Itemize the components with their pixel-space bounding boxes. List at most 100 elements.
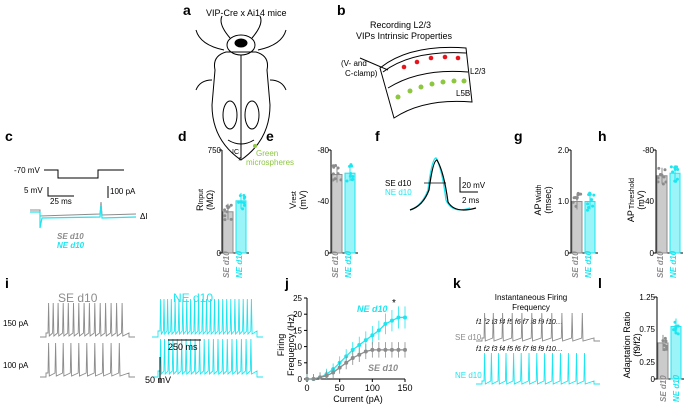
panel-e-letter: e <box>266 128 274 144</box>
panel-d-data-point <box>229 203 233 207</box>
panel-d-data-point <box>238 194 242 198</box>
panel-d-ylabel-unit: (MΩ) <box>205 190 215 210</box>
panel-h-data-point <box>669 165 673 169</box>
panel-k-ne-trace <box>476 352 600 385</box>
panel-j-y-tick-label: 0 <box>298 375 303 384</box>
panel-j-se-point <box>331 370 336 375</box>
panel-h-data-point <box>663 168 667 172</box>
panel-e-data-point <box>331 164 335 168</box>
panel-j-se-point <box>324 373 329 378</box>
panel-l-data-point <box>664 339 668 343</box>
panel-j-ne-point <box>357 342 362 347</box>
panel-g-data-point <box>586 208 590 212</box>
panel-e-data-point <box>331 172 335 176</box>
panel-d-data-point <box>226 206 230 210</box>
panel-l-data-point <box>674 331 678 335</box>
panel-c-100pa: 100 pA <box>110 187 136 196</box>
panel-j-ne-point <box>383 321 388 326</box>
panel-j-se-point <box>389 347 394 352</box>
panel-k-ne-label: NE d10 <box>455 371 482 380</box>
panel-f-se-label: SE d10 <box>385 179 412 188</box>
panel-f-ms: 2 ms <box>462 196 479 205</box>
panel-a-ic-label: IC <box>232 149 239 156</box>
panel-i-100pa: 100 pA <box>3 361 29 370</box>
panel-e-ylabel-main: V <box>288 203 298 209</box>
panel-d-data-point <box>223 218 227 222</box>
panel-j-se-point <box>363 349 368 354</box>
panel-e-tick-mid: -40 <box>317 197 329 206</box>
panel-i-se-150-trace <box>40 302 135 338</box>
panel-i-150pa: 150 pA <box>3 319 29 328</box>
panel-j-ne-point <box>363 338 368 343</box>
panel-j-ne-point <box>389 318 394 323</box>
panel-e-data-point <box>336 166 340 170</box>
panel-a-micro-1: Green <box>256 149 278 158</box>
panel-j-x-tick-label: 100 <box>365 383 380 393</box>
panel-j-se-point <box>305 377 309 381</box>
panel-c-scalebar-left <box>47 187 74 197</box>
panel-d-data-point <box>229 217 233 221</box>
panel-k-f-labels-ne: f1 f2 f3 f4 f5 f6 f7 f8 f9 f10… <box>476 346 563 353</box>
panel-h-ylabel-main: AP <box>626 210 636 222</box>
panel-h-xlabel-ne: NE d10 <box>669 250 678 278</box>
panel-d-ylabel: RInput <box>195 189 205 211</box>
recording-pipette <box>359 57 389 71</box>
panel-l-letter: l <box>598 275 602 291</box>
panel-h-data-point <box>676 167 680 171</box>
panel-h-bar-se <box>656 175 668 254</box>
panel-i-ne-100-trace <box>152 338 263 378</box>
panel-h-data-point <box>675 177 679 181</box>
panel-g-data-point <box>588 192 592 196</box>
panel-j-se-point <box>370 347 375 352</box>
panel-l-ylabel-1: Adaptation Ratio <box>622 312 632 379</box>
panel-i-letter: i <box>5 275 9 291</box>
panel-h-data-point <box>656 176 660 180</box>
panel-d-tick-top: 750 <box>208 146 222 155</box>
panel-e-data-point <box>350 164 354 168</box>
panel-l-data-point <box>676 324 680 328</box>
panel-f-ne-ap <box>409 157 471 211</box>
panel-g-data-point <box>586 202 590 206</box>
panel-e-xlabel-ne: NE d10 <box>344 250 353 278</box>
panel-e-data-point <box>349 172 353 176</box>
panel-c-70mv: -70 mV <box>14 166 40 175</box>
panel-l-tick-1: 1.25 <box>639 293 655 302</box>
panel-f-ne-label: NE d10 <box>385 188 412 197</box>
panel-h-data-point <box>658 173 662 177</box>
panel-d-xlabel-ne: NE d10 <box>235 250 244 278</box>
l23-neurons <box>401 54 461 70</box>
panel-j-letter: j <box>284 275 289 291</box>
panel-g-data-point <box>575 196 579 200</box>
voltage-step-trace <box>44 169 124 179</box>
panel-l-tick-2: 0.75 <box>639 325 655 334</box>
panel-b-letter: b <box>337 2 346 18</box>
panel-g-data-point <box>574 204 578 208</box>
panel-a-letter: a <box>183 2 191 18</box>
panel-h-data-point <box>662 175 666 179</box>
panel-d-data-point <box>237 200 241 204</box>
panel-d-data-point <box>242 201 246 205</box>
panel-j-se-point <box>344 360 349 365</box>
panel-j-se-point <box>396 347 401 352</box>
panel-h-bar-ne <box>669 172 681 254</box>
panel-j-ne-point <box>403 315 407 320</box>
panel-j-star: * <box>392 298 396 309</box>
panel-j-se-point <box>318 375 323 380</box>
panel-h-tick-top: -80 <box>642 146 654 155</box>
panel-h-data-point <box>657 166 661 170</box>
panel-e-bar-ne <box>344 172 356 254</box>
panel-j-se-point <box>357 352 362 357</box>
panel-h-ylabel-sub: Threshold <box>629 178 636 209</box>
panel-g-data-point <box>591 204 595 208</box>
panel-e-data-point <box>348 174 352 178</box>
panel-l-data-point <box>665 347 669 351</box>
panel-d-letter: d <box>178 128 187 144</box>
panel-j-ne-point <box>350 347 355 352</box>
panel-h-xlabel-se: SE d10 <box>656 251 665 278</box>
panel-d-data-point <box>223 208 227 212</box>
panel-g-data-point <box>590 198 594 202</box>
panel-k-se-label: SE d10 <box>455 333 482 342</box>
panel-l-data-point <box>673 328 677 332</box>
panel-c-5mv: 5 mV <box>24 186 43 195</box>
panel-g-data-point <box>592 193 596 197</box>
